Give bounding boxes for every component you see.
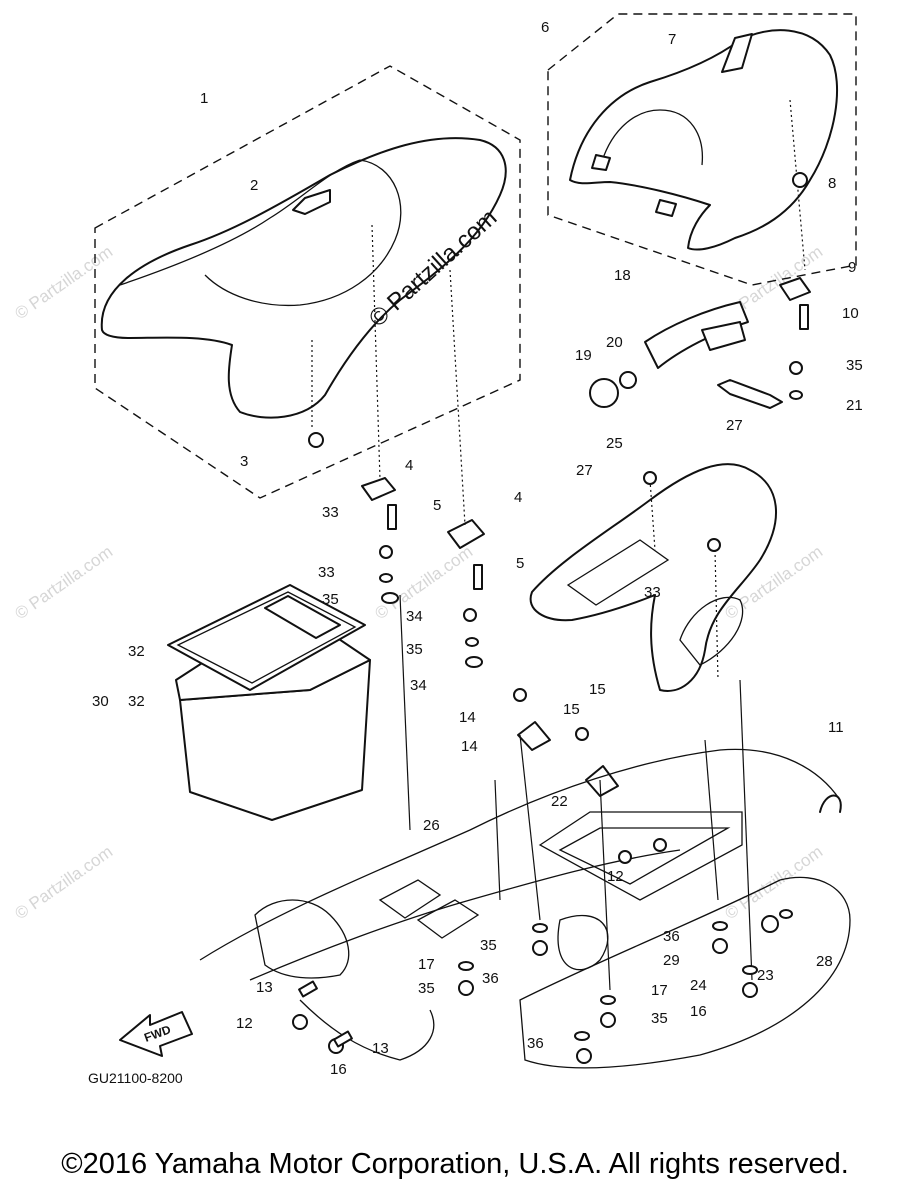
front-seat-assembly-box	[94, 65, 521, 499]
hardware	[292, 172, 809, 1064]
rear-seat	[569, 29, 839, 251]
callout-label: 2	[250, 177, 258, 194]
damper	[517, 721, 551, 751]
callout-label: 14	[461, 738, 478, 755]
hull-deck	[199, 748, 851, 1069]
callout-label: 12	[236, 1015, 253, 1032]
callout-label: 27	[576, 462, 593, 479]
callout-label: 35	[480, 937, 497, 954]
tray	[529, 463, 777, 692]
callout-label: 30	[92, 693, 109, 710]
bracket	[361, 477, 396, 501]
hook	[819, 794, 842, 813]
callout-label: 11	[828, 719, 844, 736]
callout-label: 17	[418, 956, 435, 973]
callout-label: 35	[651, 1010, 668, 1027]
callout-label: 15	[563, 701, 580, 718]
callout-label: 35	[322, 591, 339, 608]
bracket	[447, 519, 485, 549]
callout-label: 13	[256, 979, 273, 996]
bracket	[779, 277, 811, 301]
callout-label: 28	[816, 953, 833, 970]
callout-label: 6	[541, 19, 549, 36]
callout-label: 25	[606, 435, 623, 452]
callout-label: 7	[668, 31, 676, 48]
callout-label: 16	[330, 1061, 347, 1078]
breather-hose	[589, 301, 783, 409]
damper	[585, 765, 619, 797]
callout-label: 21	[846, 397, 863, 414]
callout-label: 33	[318, 564, 335, 581]
forward-arrow: FWD	[119, 1011, 193, 1057]
callout-label: 18	[614, 267, 631, 284]
callout-label: 32	[128, 693, 145, 710]
callout-label: 35	[846, 357, 863, 374]
callout-label: 22	[551, 793, 568, 810]
callout-label: 15	[589, 681, 606, 698]
watermark: © Partzilla.com	[11, 242, 116, 323]
diagram-code: GU21100-8200	[88, 1070, 183, 1086]
callout-label: 26	[423, 817, 440, 834]
watermark: © Partzilla.com	[11, 842, 116, 923]
callout-label: 10	[842, 305, 859, 322]
rear-seat-assembly-box	[547, 13, 857, 286]
callout-label: 17	[651, 982, 668, 999]
callout-label: 35	[418, 980, 435, 997]
callout-label: 24	[690, 977, 707, 994]
callout-label: 13	[372, 1040, 389, 1057]
callout-label: 4	[405, 457, 413, 474]
callout-label: 23	[757, 967, 774, 984]
callout-label: 1	[200, 90, 208, 107]
callout-label: 32	[128, 643, 145, 660]
callout-label: 34	[410, 677, 427, 694]
callout-label: 36	[482, 970, 499, 987]
callout-label: 36	[527, 1035, 544, 1052]
callout-label: 8	[828, 175, 836, 192]
callout-label: 35	[406, 641, 423, 658]
callout-label: 34	[406, 608, 423, 625]
callout-label: 33	[644, 584, 661, 601]
callout-label: 4	[514, 489, 522, 506]
copyright-footer: ©2016 Yamaha Motor Corporation, U.S.A. A…	[61, 1148, 849, 1180]
callout-label: 29	[663, 952, 680, 969]
front-seat	[100, 137, 507, 419]
callout-label: 33	[322, 504, 339, 521]
callout-label: 5	[433, 497, 441, 514]
callout-label: 36	[663, 928, 680, 945]
callout-label: 3	[240, 453, 248, 470]
storage-box	[167, 584, 371, 821]
callout-label: 20	[606, 334, 623, 351]
callout-label: 14	[459, 709, 476, 726]
callout-label: 16	[690, 1003, 707, 1020]
callout-label: 9	[848, 259, 856, 276]
callout-label: 12	[607, 868, 624, 885]
callout-label: 5	[516, 555, 524, 572]
watermark: © Partzilla.com	[11, 542, 116, 623]
callout-label: 27	[726, 417, 743, 434]
callout-label: 19	[575, 347, 592, 364]
